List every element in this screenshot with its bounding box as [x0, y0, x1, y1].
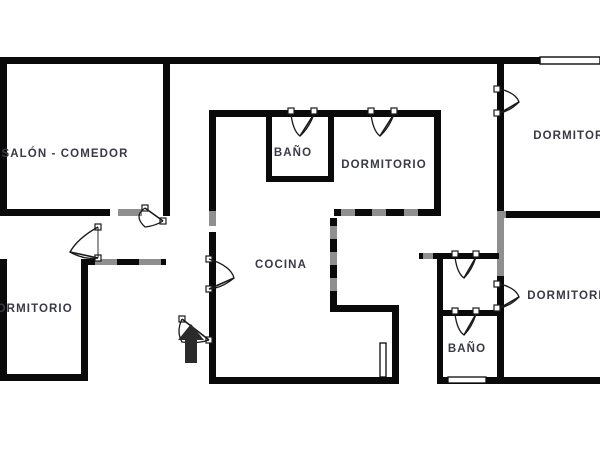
wall-cocina-left-upper — [209, 110, 216, 218]
wall-salon-bottom — [0, 209, 110, 216]
wall-group-central — [209, 110, 441, 384]
wall-cocina-notch-top — [330, 305, 399, 312]
wall-bano-centro-bottom — [266, 176, 329, 182]
room-label-dormitorio-derecha-inferior: DORMITORIO — [527, 290, 600, 302]
door-dormitorio-centro — [367, 107, 398, 137]
wall-dormitorio-izq-bottom — [0, 374, 88, 381]
door-group — [69, 85, 520, 344]
wall-right-divider-party — [497, 212, 504, 276]
wall-dormitorio-centro-bottom — [334, 209, 441, 216]
door-bano-centro — [287, 107, 318, 137]
wall-group-exterior — [0, 56, 600, 381]
wall-group-right — [419, 64, 600, 384]
door-salon-hall — [138, 204, 167, 228]
wall-party-seg-dcb-3 — [404, 209, 418, 216]
wall-party-seg-cr-3 — [330, 278, 337, 291]
wall-exterior-left-upper — [0, 57, 7, 215]
wall-party-seg-cr-1 — [330, 226, 337, 239]
window-cocina-right — [379, 342, 387, 378]
wall-cocina-left-lower — [209, 232, 216, 384]
wall-party-seg-cr-2 — [330, 252, 337, 265]
wall-bano-centro-right — [328, 117, 334, 182]
wall-party-seg-stub — [423, 253, 433, 259]
wall-bano-centro-left — [266, 117, 272, 182]
wall-party-seg-left-2 — [139, 259, 161, 265]
window-bano-derecha — [447, 376, 487, 384]
room-label-salon-comedor: SALÓN - COMEDOR — [1, 147, 128, 160]
wall-right-divider-upper — [497, 64, 504, 212]
window-top-right — [539, 56, 600, 65]
door-bano-derecha — [451, 307, 480, 336]
wall-bano-derecha-left — [437, 253, 443, 384]
door-corredor-derecha — [451, 250, 480, 279]
wall-cocina-top — [209, 110, 434, 117]
wall-dormitorio-izq-top — [88, 259, 166, 265]
wall-dormitorio-centro-right — [434, 110, 441, 214]
wall-salon-right — [163, 57, 170, 216]
wall-exterior-top — [0, 57, 540, 64]
wall-bano-derecha-top — [437, 253, 499, 259]
room-label-dormitorio-derecha-superior: DORMITORIO — [533, 130, 600, 142]
wall-bano-derecha-bottom — [437, 377, 600, 384]
wall-cocina-right-lower — [392, 305, 399, 384]
wall-cocina-bottom — [209, 377, 399, 384]
wall-group-party-left — [95, 209, 161, 265]
wall-party-segment-cocina-left — [209, 211, 216, 226]
room-label-cocina: COCINA — [255, 259, 307, 271]
room-label-group: SALÓN - COMEDOR DORMITORIO BAÑO DORMITOR… — [0, 130, 600, 355]
wall-right-between-dormitorios — [504, 211, 600, 218]
door-dormitorio-izquierda — [69, 223, 102, 262]
wall-bano-derecha-divider — [437, 310, 499, 316]
entrance-arrow-icon — [178, 324, 204, 363]
room-label-bano-centro: BAÑO — [274, 146, 312, 159]
wall-party-seg-salon-bottom — [118, 209, 142, 216]
wall-party-seg-right-mid — [497, 211, 506, 218]
room-label-dormitorio-izquierda: DORMITORIO — [0, 303, 73, 315]
wall-exterior-left-lower — [0, 259, 7, 381]
wall-right-divider-lower — [497, 276, 504, 384]
room-label-bano-derecha: BAÑO — [448, 342, 486, 355]
door-dormitorio-derecha-inferior — [493, 280, 520, 312]
door-dormitorio-derecha-superior — [493, 85, 520, 117]
door-cocina — [205, 255, 235, 293]
door-entrada-principal — [178, 315, 213, 344]
wall-dormitorio-izq-right — [81, 259, 88, 381]
room-label-dormitorio-centro: DORMITORIO — [341, 159, 427, 171]
wall-party-seg-dcb-1 — [341, 209, 355, 216]
wall-party-seg-left-1 — [95, 259, 117, 265]
wall-party-seg-dcb-2 — [372, 209, 386, 216]
